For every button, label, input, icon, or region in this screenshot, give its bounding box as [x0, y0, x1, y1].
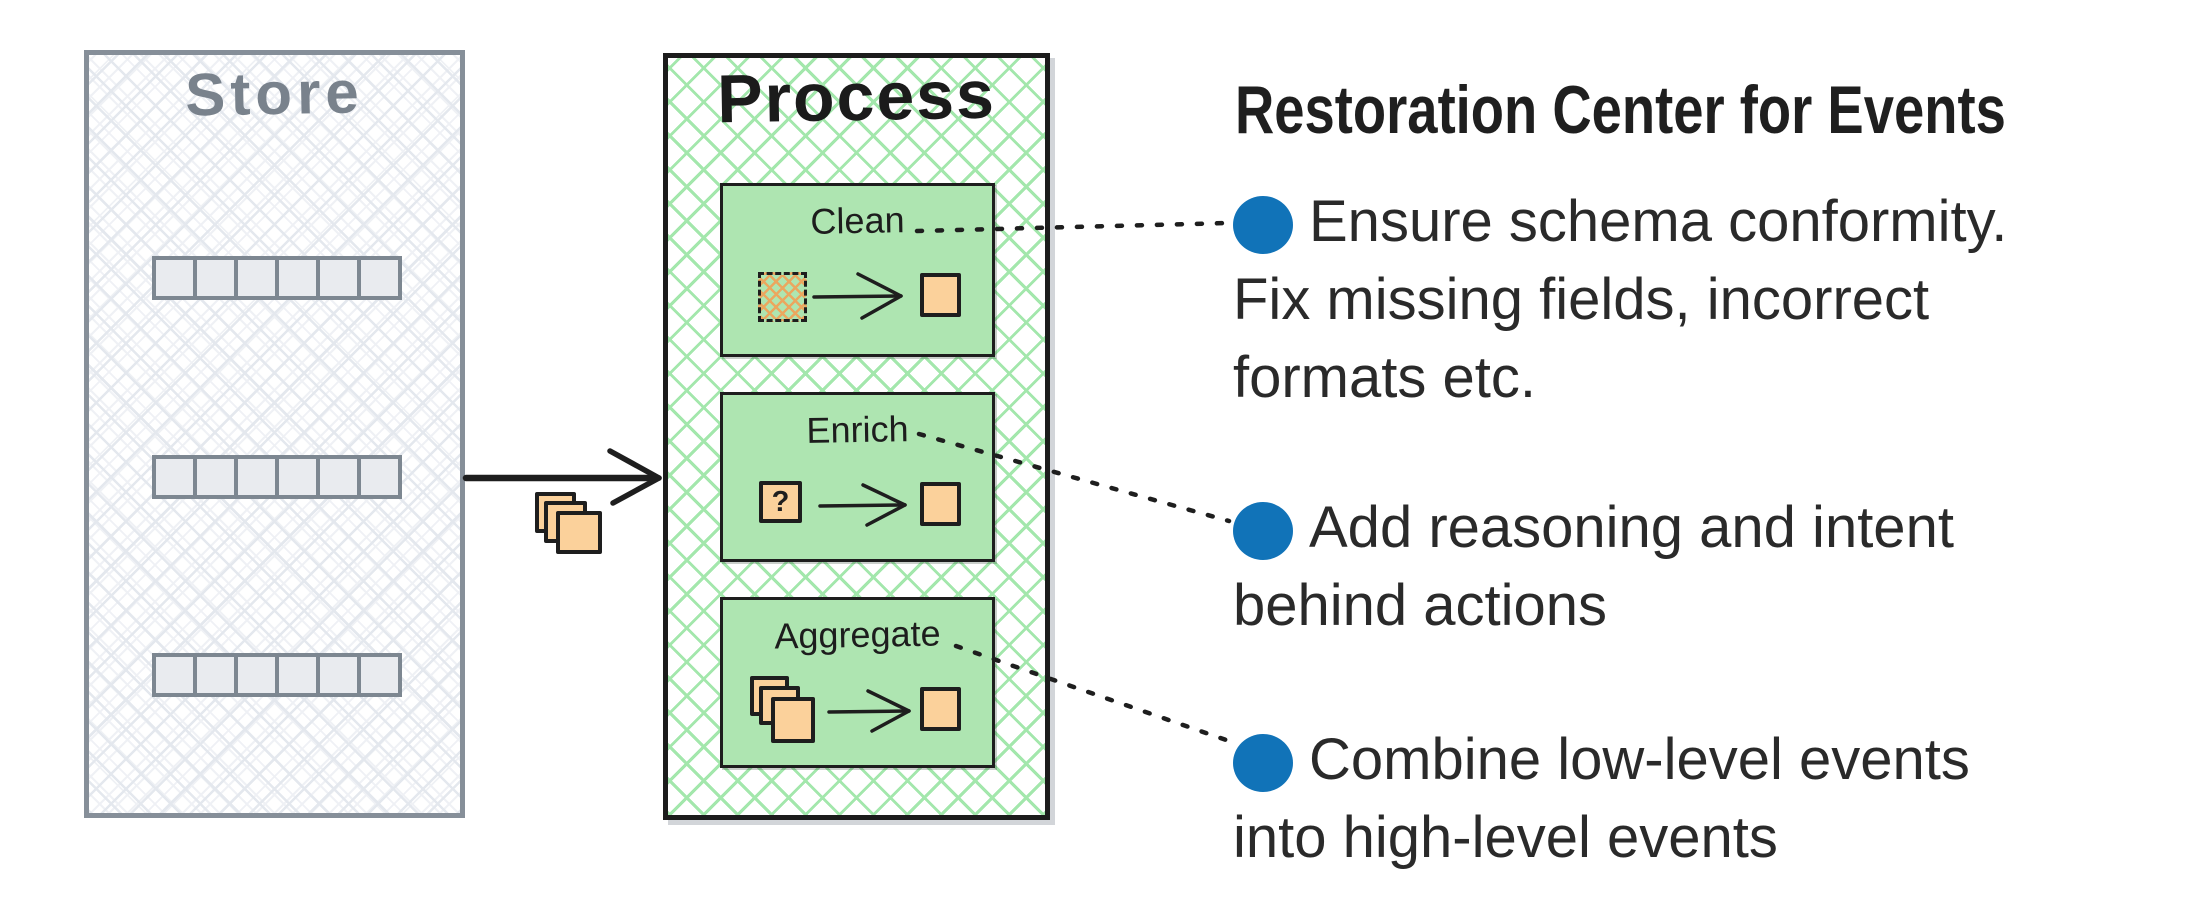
bullet-line: Combine low-level events [1309, 727, 1970, 792]
bullet-line: Fix missing fields, incorrect [1233, 267, 1930, 332]
event-cell [234, 256, 279, 300]
step-label-aggregate: Aggregate [774, 612, 941, 657]
process-box: Process Clean Enrich ? Aggregate [663, 53, 1050, 820]
event-cell [357, 455, 402, 499]
bullet-dot-icon [1233, 502, 1293, 560]
event-cell [152, 653, 197, 697]
event-cell [316, 455, 361, 499]
arrowhead-icon [610, 475, 662, 506]
document-stack-icon [750, 676, 820, 748]
bullet-dot-icon [1233, 196, 1293, 254]
event-cell [275, 256, 320, 300]
event-row [152, 256, 402, 300]
event-cell [316, 256, 361, 300]
process-title: Process [716, 56, 997, 138]
step-box-aggregate: Aggregate [720, 597, 995, 768]
event-cell [193, 455, 238, 499]
event-cell [275, 455, 320, 499]
event-cell [234, 455, 279, 499]
step-box-clean: Clean [720, 183, 995, 357]
event-cell [152, 256, 197, 300]
document-icon [556, 511, 602, 554]
document-icon [771, 697, 815, 743]
panel-title: Restoration Center for Events [1235, 72, 2006, 148]
document-icon [920, 482, 961, 526]
document-stack-icon [535, 492, 602, 554]
step-label-enrich: Enrich [806, 408, 909, 451]
bullet-dot-icon [1233, 734, 1293, 792]
event-cell [275, 653, 320, 697]
event-row [152, 653, 402, 697]
event-cell [316, 653, 361, 697]
event-cell [152, 455, 197, 499]
bullet-item-aggregate: Combine low-level events into high-level… [1233, 721, 2183, 877]
bullet-line: into high-level events [1233, 805, 1778, 870]
event-cell [357, 256, 402, 300]
document-icon [920, 687, 961, 731]
question-document-icon: ? [759, 481, 802, 523]
bullet-item-clean: Ensure schema conformity. Fix missing fi… [1233, 183, 2183, 417]
event-cell [193, 653, 238, 697]
dirty-document-icon [758, 272, 807, 322]
bullet-line: Ensure schema conformity. [1309, 189, 2008, 254]
event-row [152, 455, 402, 499]
step-label-clean: Clean [810, 199, 905, 242]
bullet-line: formats etc. [1233, 345, 1536, 410]
arrowhead-icon [607, 448, 662, 481]
bullet-item-enrich: Add reasoning and intent behind actions [1233, 489, 2183, 645]
bullet-line: behind actions [1233, 573, 1608, 638]
event-cell [357, 653, 402, 697]
step-box-enrich: Enrich ? [720, 392, 995, 562]
bullet-line: Add reasoning and intent [1309, 495, 1954, 560]
store-box: Store [84, 50, 465, 818]
event-cell [193, 256, 238, 300]
event-cell [234, 653, 279, 697]
store-title: Store [184, 58, 365, 129]
document-icon [920, 273, 961, 317]
